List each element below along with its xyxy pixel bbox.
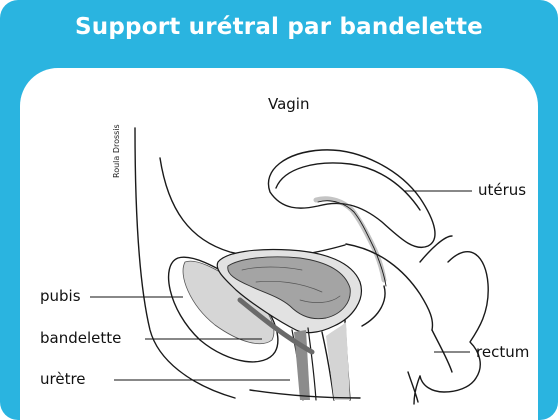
rectum-outline: [420, 252, 488, 392]
cervix-line: [362, 286, 385, 326]
rectum-inner-line: [432, 330, 452, 372]
label-pubis: pubis: [40, 287, 81, 305]
label-rectum: rectum: [476, 343, 529, 361]
label-vagin: Vagin: [268, 95, 309, 113]
label-uretre: urètre: [40, 370, 86, 388]
label-bandelette: bandelette: [40, 329, 121, 347]
anal-canal-lines: [408, 372, 420, 404]
vagina-fill: [326, 322, 350, 400]
illustrator-credit: Roula Drossis: [112, 124, 121, 178]
label-uterus: utérus: [478, 181, 526, 199]
